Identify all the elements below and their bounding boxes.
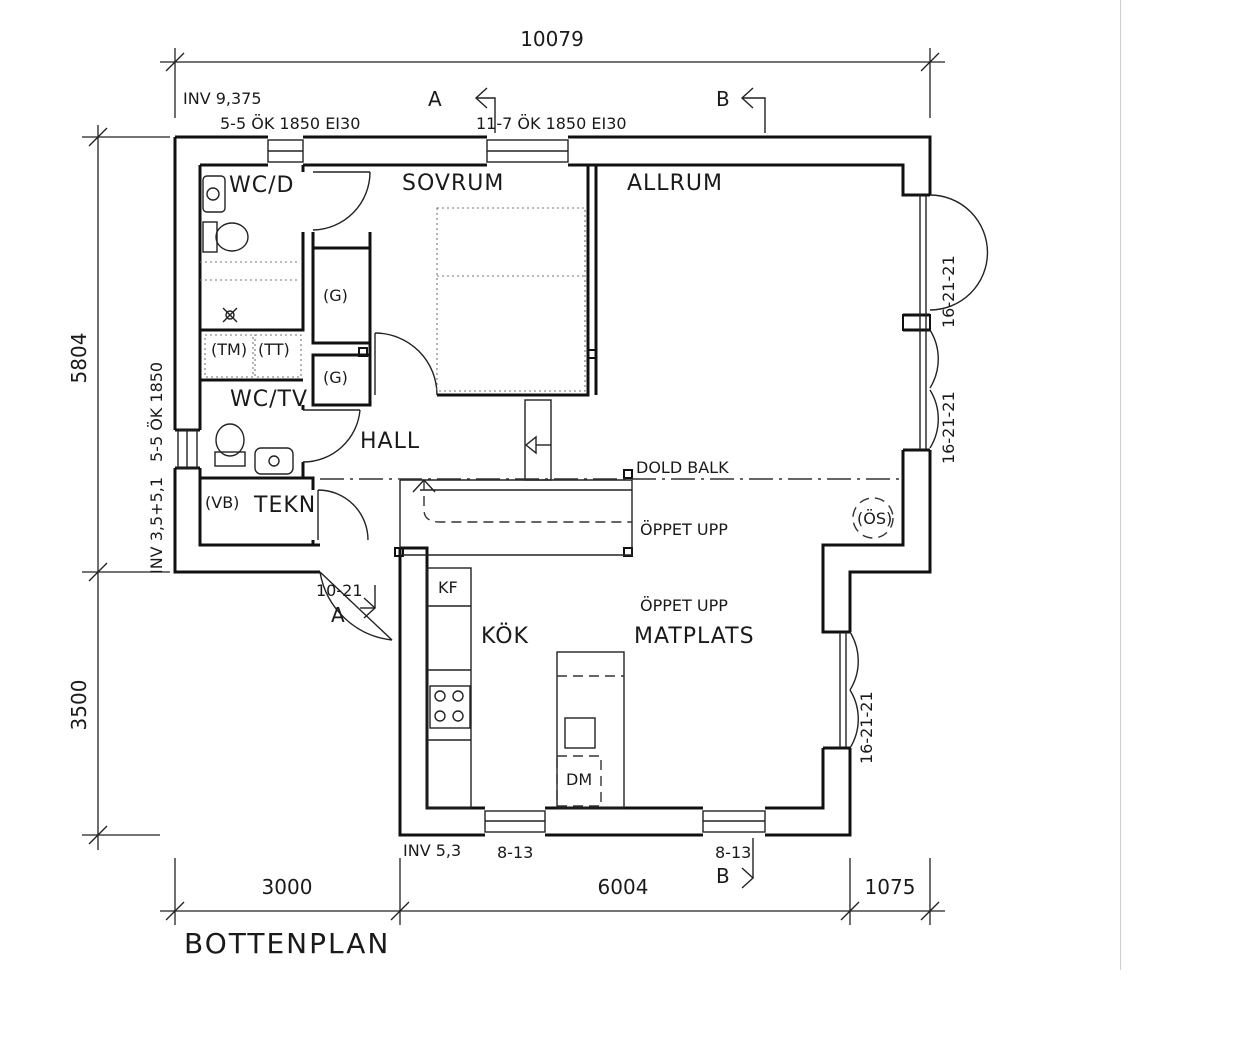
dim-bottom-1: 3000 bbox=[262, 875, 313, 899]
room-wc-tv: WC/TV bbox=[230, 387, 308, 412]
plan-title: BOTTENPLAN bbox=[184, 927, 390, 960]
note-inv-top: INV 9,375 bbox=[183, 89, 262, 108]
note-oppet-upp-1: ÖPPET UPP bbox=[640, 520, 728, 539]
dim-left-upper: 5804 bbox=[67, 333, 91, 384]
dim-left-lower: 3500 bbox=[67, 680, 91, 731]
note-door-right-2: 16-21-21 bbox=[939, 391, 958, 464]
room-kok: KÖK bbox=[481, 623, 529, 649]
room-tekn: TEKN bbox=[253, 493, 316, 518]
note-oppet-upp-2: ÖPPET UPP bbox=[640, 596, 728, 615]
note-door-right-3: 16-21-21 bbox=[857, 691, 876, 764]
room-matplats: MATPLATS bbox=[634, 624, 755, 649]
room-os: (ÖS) bbox=[857, 509, 892, 528]
section-markers bbox=[360, 87, 766, 889]
note-door-entry: 10-21 bbox=[316, 581, 363, 600]
section-a-bottom: A bbox=[331, 603, 345, 627]
fixtures bbox=[200, 175, 894, 809]
interior-walls bbox=[200, 165, 633, 557]
section-b-bottom: B bbox=[716, 864, 730, 888]
room-allrum: ALLRUM bbox=[627, 171, 723, 196]
room-tt: (TT) bbox=[258, 340, 290, 359]
section-b-top: B bbox=[716, 87, 730, 111]
note-window-bottom-1: 8-13 bbox=[497, 843, 533, 862]
beam-and-stair-lines bbox=[320, 435, 903, 523]
room-sovrum: SOVRUM bbox=[402, 171, 504, 196]
note-window-bottom-2: 8-13 bbox=[715, 843, 751, 862]
room-closet-1: (G) bbox=[323, 286, 348, 305]
room-wc-d: WC/D bbox=[229, 173, 294, 198]
dim-bottom-2: 6004 bbox=[598, 875, 649, 899]
room-vb: (VB) bbox=[205, 493, 239, 512]
room-closet-2: (G) bbox=[323, 368, 348, 387]
room-kf: KF bbox=[438, 578, 458, 597]
dim-top-total: 10079 bbox=[520, 27, 584, 51]
doors bbox=[302, 171, 989, 749]
note-door-right-1: 16-21-21 bbox=[939, 255, 958, 328]
note-inv-left: INV 3,5+5,1 bbox=[147, 477, 166, 574]
note-window-top-left: 5-5 ÖK 1850 EI30 bbox=[220, 114, 360, 133]
exterior-walls bbox=[173, 135, 932, 837]
windows bbox=[177, 139, 766, 833]
room-dm: DM bbox=[566, 770, 592, 789]
room-tm: (TM) bbox=[211, 340, 247, 359]
dim-bottom-3: 1075 bbox=[865, 875, 916, 899]
dimension-lines bbox=[82, 48, 945, 925]
note-window-top-mid: 11-7 ÖK 1850 EI30 bbox=[476, 114, 627, 133]
page-divider-line bbox=[1120, 0, 1121, 970]
note-inv-bottom: INV 5,3 bbox=[403, 841, 461, 860]
room-hall: HALL bbox=[360, 429, 420, 454]
section-a-top: A bbox=[428, 87, 442, 111]
note-window-left: 5-5 ÖK 1850 bbox=[147, 362, 166, 462]
note-dold-balk: DOLD BALK bbox=[636, 458, 729, 477]
